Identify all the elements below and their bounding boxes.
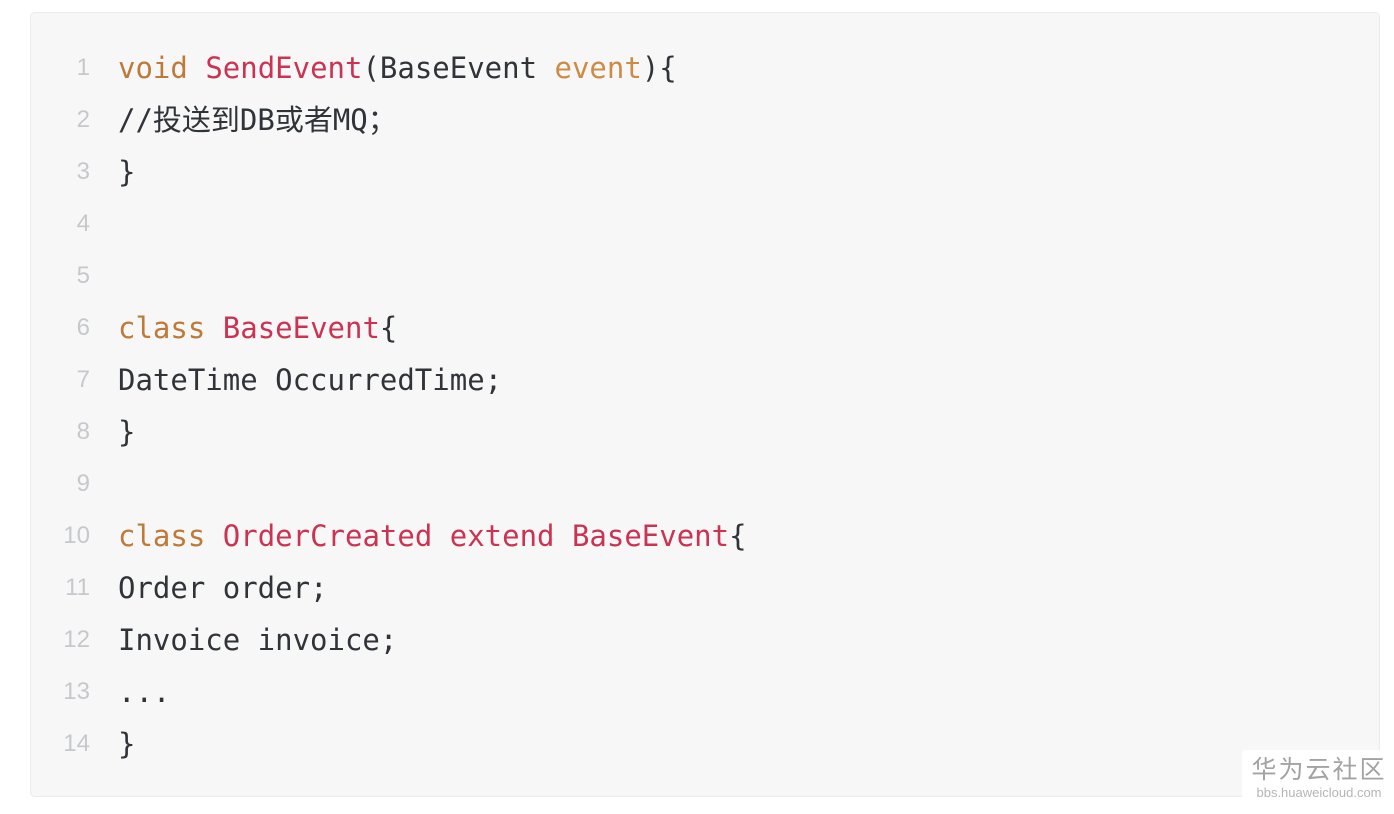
code-token-plain: Order order; [118,571,328,605]
code-line: 5 [31,250,1379,302]
line-number: 8 [76,418,90,445]
code-text: Order order; [118,562,328,614]
line-number: 11 [65,574,90,601]
code-token-param: event [554,51,642,85]
line-number: 6 [76,314,90,341]
code-lines: 1 void SendEvent(BaseEvent event){ 2 //投送到D… [31,42,1379,770]
code-token-plain: { [379,311,398,345]
line-number: 4 [76,210,90,237]
watermark-url: bbs.huaweicloud.com [1256,785,1382,800]
code-token-plain: ... [118,675,171,709]
code-text: ... [118,666,170,718]
code-text: } [118,146,135,198]
line-number: 1 [76,54,90,81]
code-token-plain: DateTime OccurredTime; [118,363,503,397]
code-token-keyword: class [118,519,206,553]
code-token-keyword: class [118,311,206,345]
line-number: 3 [76,158,90,185]
code-line: 10 class OrderCreated extend BaseEvent{ [31,510,1379,562]
line-number: 14 [63,730,90,757]
code-token-plain: } [118,415,136,449]
code-text: Invoice invoice; [118,614,397,666]
code-line: 13... [31,666,1379,718]
code-line: 8} [31,406,1379,458]
code-text: class BaseEvent{ [118,302,397,354]
code-text: void SendEvent(BaseEvent event){ [118,42,677,94]
code-token-plain: } [118,155,136,189]
code-line: 14} [31,718,1379,770]
line-number: 9 [76,470,90,497]
line-number: 2 [76,106,90,133]
code-token-title: OrderCreated extend BaseEvent [222,519,730,553]
code-token-plain: Invoice invoice; [118,623,398,657]
code-text: } [118,406,135,458]
code-line: 6 class BaseEvent{ [31,302,1379,354]
watermark: 华为云社区 bbs.huaweicloud.com [1242,750,1394,808]
line-number: 10 [63,522,90,549]
code-text: DateTime OccurredTime; [118,354,502,406]
code-line: 11 Order order; [31,562,1379,614]
code-token-plain [205,311,222,345]
code-token-plain [188,51,205,85]
code-line: 1 void SendEvent(BaseEvent event){ [31,42,1379,94]
code-line: 9 [31,458,1379,510]
code-token-plain: //投送到DB或者MQ； [118,103,397,137]
code-token-plain: } [118,727,136,761]
code-line: 4 [31,198,1379,250]
code-line: 3} [31,146,1379,198]
code-token-plain: { [729,519,747,553]
line-number: 7 [76,366,90,393]
code-block: 1 void SendEvent(BaseEvent event){ 2 //投送到D… [30,12,1380,797]
code-text: class OrderCreated extend BaseEvent{ [118,510,747,562]
code-line: 7 DateTime OccurredTime; [31,354,1379,406]
code-line: 2 //投送到DB或者MQ； [31,94,1379,146]
code-token-title: BaseEvent [222,311,380,345]
code-token-keyword: void [118,51,188,85]
code-text: } [118,718,135,770]
code-token-plain: (BaseEvent [362,51,555,85]
code-token-title: SendEvent [205,51,363,85]
code-token-plain: ){ [641,51,677,85]
watermark-title: 华为云社区 [1251,756,1387,784]
line-number: 13 [63,678,90,705]
line-number: 5 [76,262,90,289]
code-token-plain [205,519,222,553]
line-number: 12 [63,626,90,653]
code-text: //投送到DB或者MQ； [118,94,397,146]
code-line: 12 Invoice invoice; [31,614,1379,666]
